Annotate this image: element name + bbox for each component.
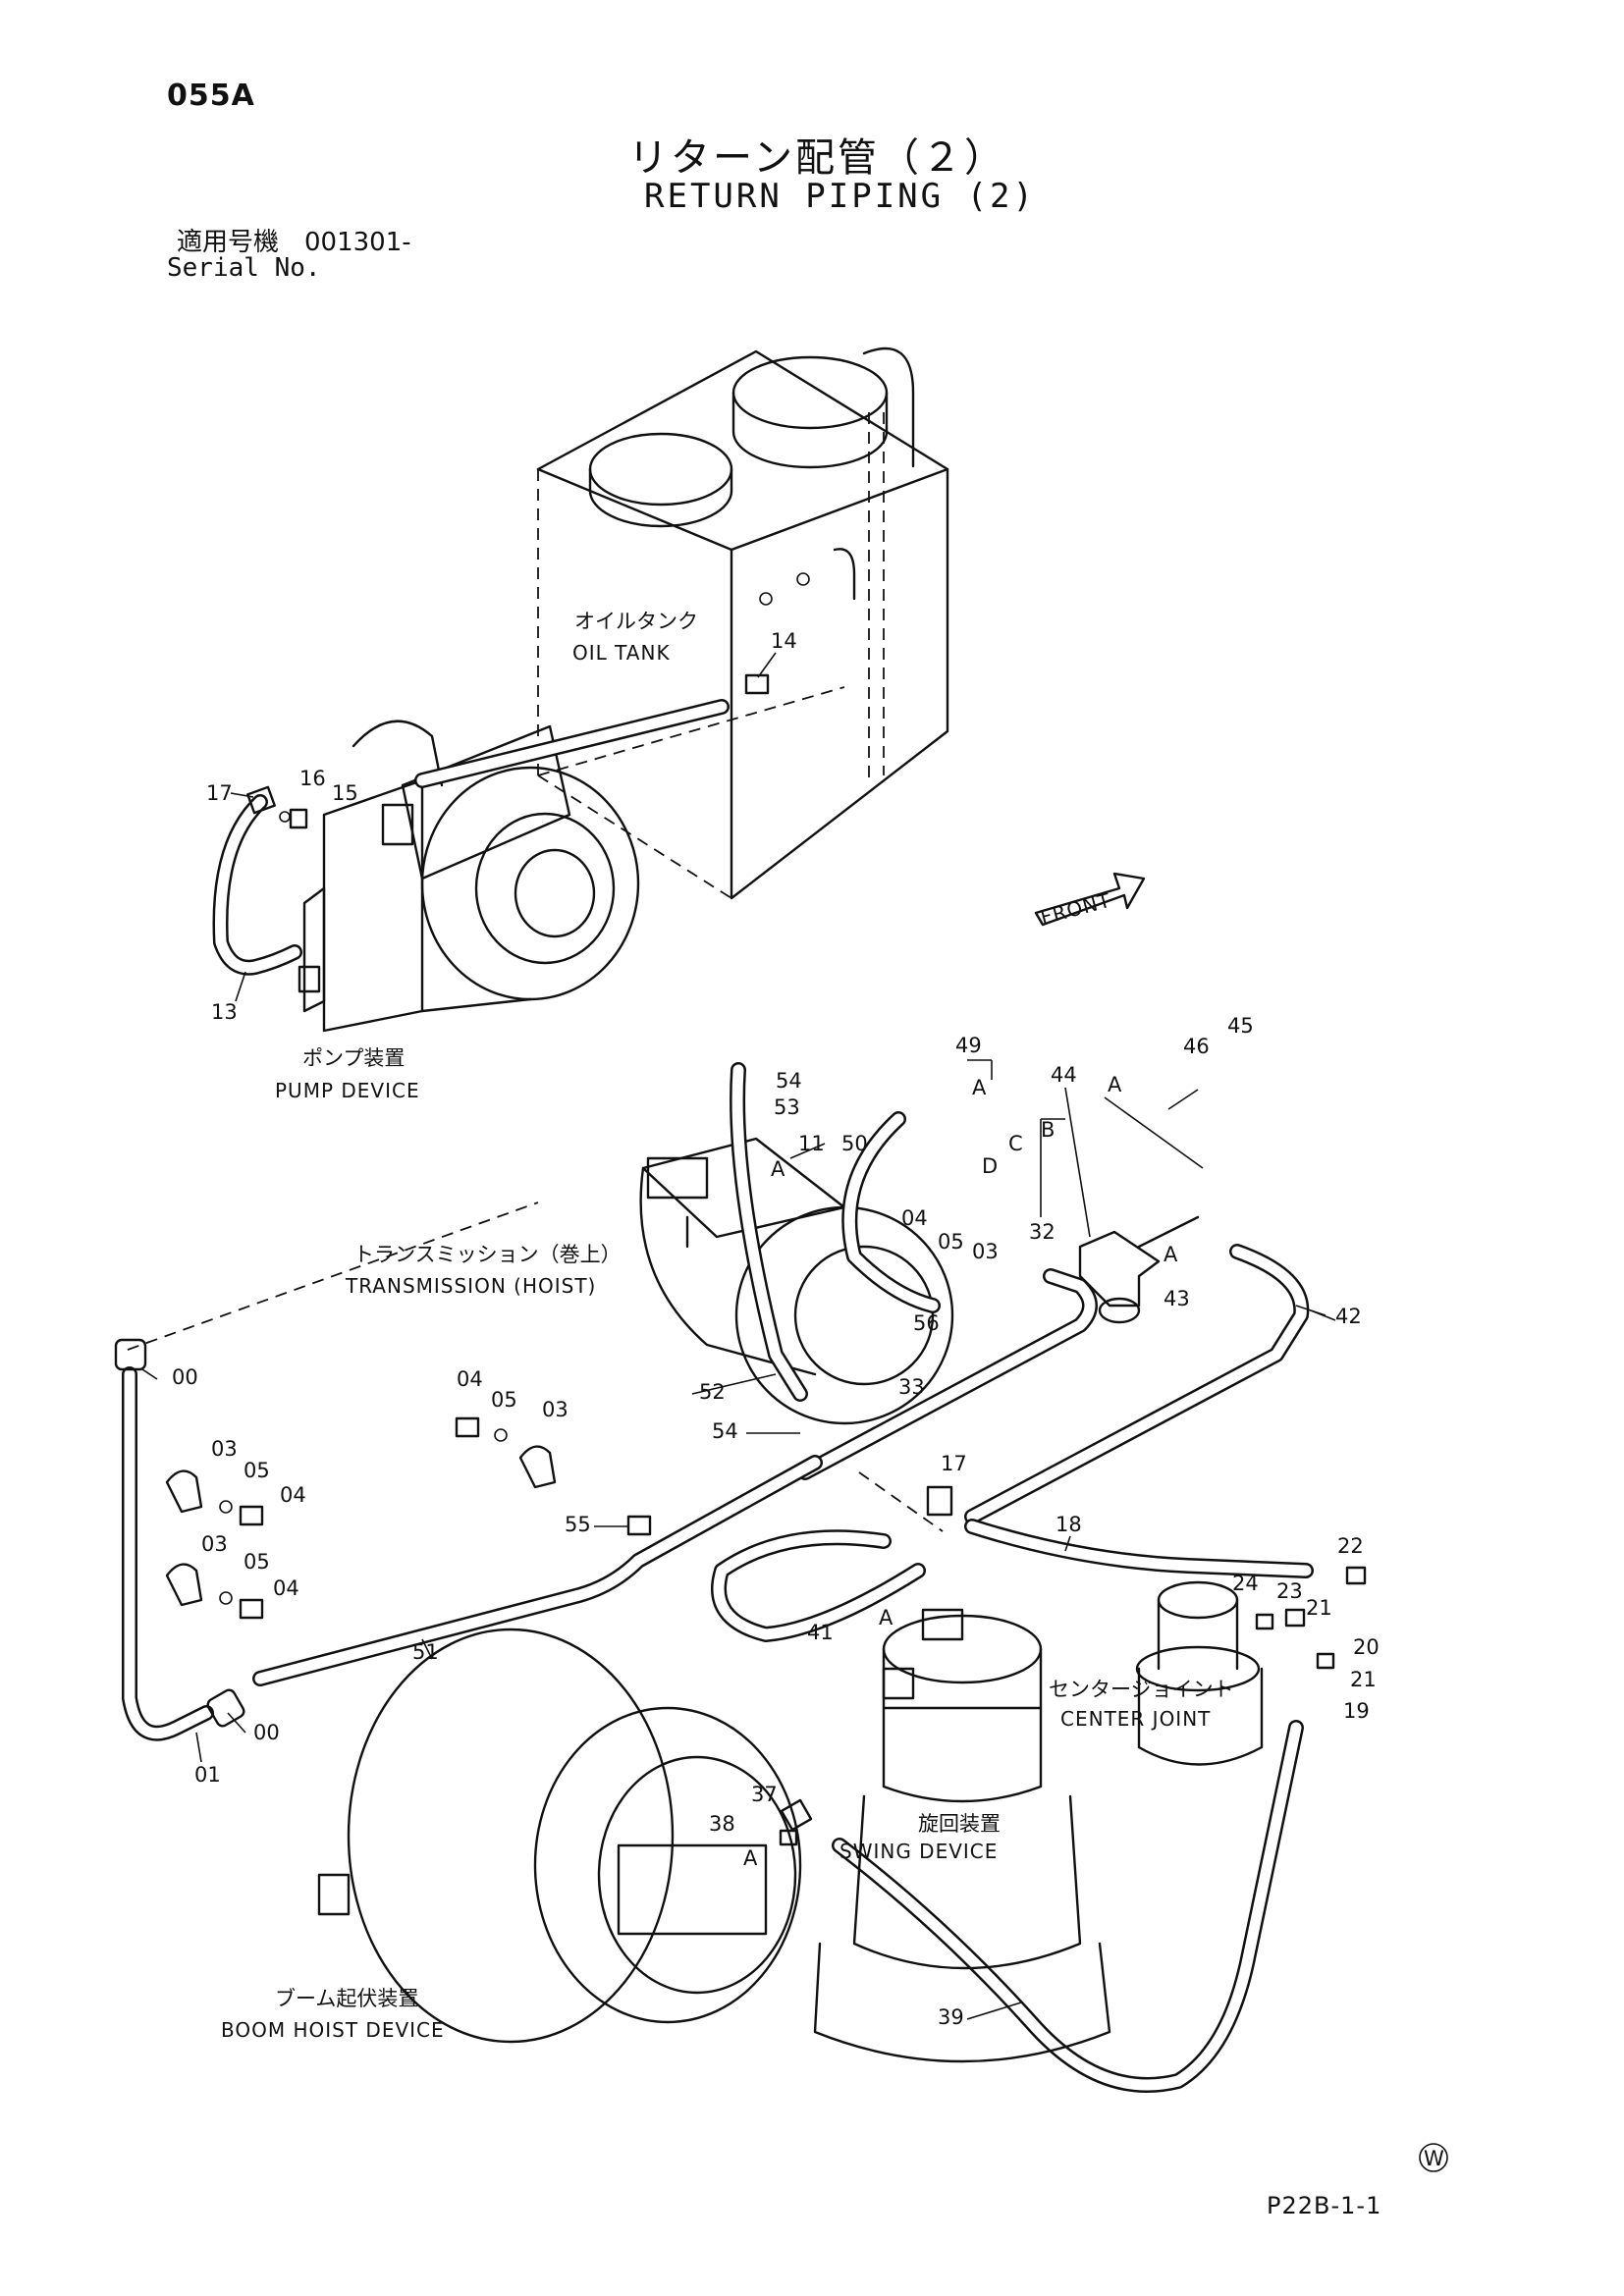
part-label: 32 [1029,1220,1056,1244]
pump-device [298,720,640,1033]
pump-device-label-jp: ポンプ装置 [302,1046,405,1070]
page-code: 055A [167,79,255,113]
part-label: 55 [565,1513,591,1536]
center-joint-label-jp: センタージョイント [1049,1678,1234,1701]
title-japanese: リターン配管（２） [628,135,1006,181]
part-label: 43 [1164,1287,1190,1310]
part-label: 05 [244,1550,270,1574]
part-label: 37 [751,1783,778,1806]
part-label: 05 [244,1459,270,1482]
part-label: 19 [1343,1699,1370,1723]
leader-lines [141,652,1336,2020]
part-label: 33 [898,1375,925,1399]
swing-device-label-jp: 旋回装置 [918,1812,1001,1836]
part-label: 56 [913,1311,940,1335]
part-label: 04 [901,1206,928,1230]
part-label: 20 [1353,1635,1380,1659]
part-label: A [1164,1243,1178,1266]
title-english: RETURN PIPING (2) [644,177,1036,216]
part-label: A [879,1606,893,1629]
part-label: 51 [412,1640,439,1664]
w-mark-circle [1419,2143,1448,2172]
oil-tank [536,347,949,900]
front-label: FRONT [1038,888,1113,930]
part-label: 05 [491,1388,517,1412]
part-label: 38 [709,1812,735,1836]
part-label: 46 [1183,1035,1210,1058]
part-number-callouts: 14 17 16 15 13 49 46 45 44 A A B C D 54 … [172,629,1380,2029]
part-label: 04 [457,1367,483,1391]
page-reference: P22B-1-1 [1267,2192,1381,2219]
part-label: 03 [211,1437,238,1461]
part-label: 23 [1276,1579,1303,1603]
part-label: 50 [841,1132,868,1155]
part-label: B [1041,1118,1055,1142]
w-mark: W [1424,2147,1444,2170]
part-label: 22 [1337,1534,1364,1558]
part-label: 42 [1335,1305,1362,1328]
boom-hoist-device [317,1628,802,2044]
part-label: 16 [299,767,326,790]
swing-device [813,1608,1111,2063]
part-label: 18 [1056,1513,1082,1536]
part-label: 21 [1350,1668,1377,1691]
part-label: 05 [938,1230,964,1254]
part-label: 24 [1232,1572,1259,1595]
part-label: 54 [776,1069,802,1093]
part-label: 21 [1306,1596,1332,1620]
oil-tank-label: OIL TANK [572,641,671,665]
part-label: A [743,1846,758,1870]
part-label: 01 [194,1763,221,1787]
part-label: A [1108,1073,1122,1096]
part-label: 53 [774,1095,800,1119]
swing-device-label: SWING DEVICE [839,1840,998,1863]
part-label: 14 [771,629,797,653]
part-label: 04 [273,1576,299,1600]
part-label: A [771,1157,785,1181]
part-label: 17 [941,1452,967,1475]
part-label: 00 [172,1365,198,1389]
part-label: 44 [1051,1063,1077,1087]
part-label: 04 [280,1483,306,1507]
part-label: 17 [206,781,233,805]
front-arrow-icon [1034,872,1146,927]
transmission-label-jp: トランスミッション（巻上） [353,1243,622,1266]
part-label: 15 [332,781,358,805]
center-joint [1135,1580,1264,1766]
oil-tank-label-jp: オイルタンク [574,610,698,633]
center-joint-label: CENTER JOINT [1060,1707,1211,1731]
part-label: 41 [807,1621,834,1644]
part-label: 45 [1227,1014,1254,1038]
part-label: D [982,1154,998,1178]
part-label: C [1008,1132,1023,1155]
boom-hoist-label-jp: ブーム起伏装置 [275,1987,418,2010]
part-label: 54 [712,1419,738,1443]
transmission-label: TRANSMISSION (HOIST) [345,1274,596,1298]
part-label: 13 [211,1000,238,1024]
part-label: A [972,1076,987,1099]
boom-hoist-label: BOOM HOIST DEVICE [221,2018,445,2042]
serial-number-japanese: 適用号機 001301- [177,228,411,257]
pump-device-label: PUMP DEVICE [275,1079,420,1102]
serial-number-label: Serial No. [167,253,321,283]
part-label: 03 [201,1532,228,1556]
part-label: 03 [542,1398,568,1421]
part-label: 03 [972,1240,999,1263]
part-label: 00 [253,1721,280,1744]
part-label: 11 [798,1132,825,1155]
part-label: 39 [938,2005,964,2029]
part-label: 49 [955,1034,982,1057]
